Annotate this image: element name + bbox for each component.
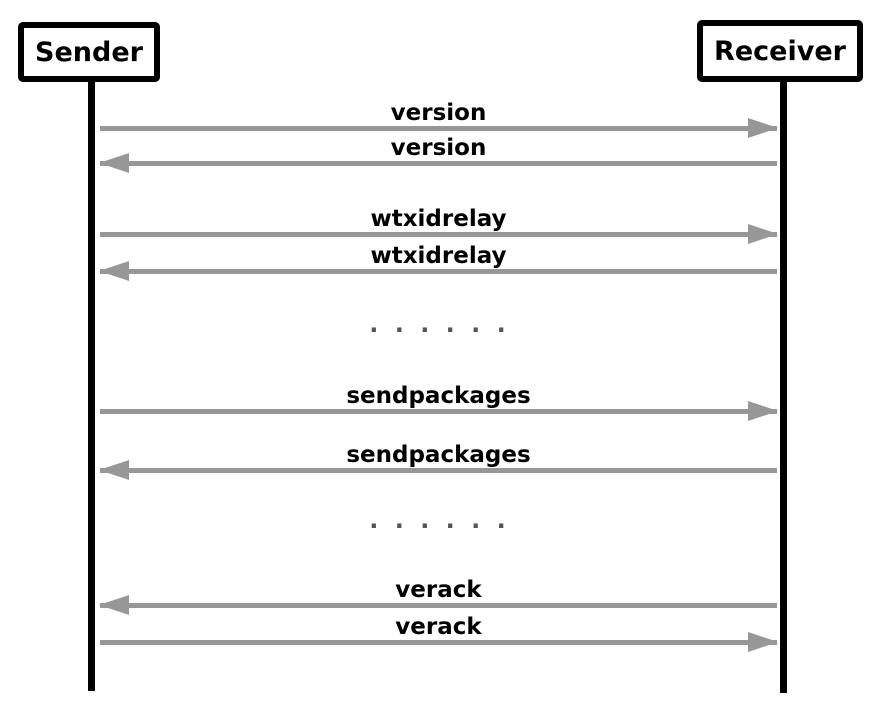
arrow-line [100,161,777,166]
message-label: wtxidrelay [370,206,507,232]
ellipsis-separator: . . . . . . [369,506,508,534]
ellipsis-separator: . . . . . . [369,310,508,338]
arrowhead-left-icon [99,153,129,173]
message-version-to-sender: version [99,137,777,173]
receiver-actor-box: Receiver [697,20,863,82]
arrowhead-left-icon [99,261,129,281]
message-sendpackages-to-sender: sendpackages [99,444,777,480]
arrow-line [100,269,777,274]
arrow-line [100,603,777,608]
arrow-line [100,409,777,414]
arrowhead-left-icon [99,460,129,480]
message-label: verack [395,614,482,640]
message-verack-to-receiver: verack [100,616,778,652]
message-label: sendpackages [346,383,531,409]
arrow-line [100,232,777,237]
arrowhead-right-icon [748,224,778,244]
arrowhead-right-icon [748,632,778,652]
arrow-line [100,468,777,473]
arrow-line [100,640,777,645]
sender-label: Sender [35,36,143,68]
receiver-lifeline [780,80,787,693]
message-version-to-receiver: version [100,102,778,138]
arrowhead-right-icon [748,401,778,421]
message-verack-to-sender: verack [99,579,777,615]
message-label: version [390,100,487,126]
arrowhead-left-icon [99,595,129,615]
message-wtxidrelay-to-sender: wtxidrelay [99,245,777,281]
message-sendpackages-to-receiver: sendpackages [100,385,778,421]
sender-lifeline [88,80,95,691]
arrow-line [100,126,777,131]
message-label: wtxidrelay [370,243,507,269]
sender-actor-box: Sender [18,22,160,82]
message-label: sendpackages [346,442,531,468]
receiver-label: Receiver [714,35,846,67]
message-label: version [390,135,487,161]
message-label: verack [395,577,482,603]
arrowhead-right-icon [748,118,778,138]
message-wtxidrelay-to-receiver: wtxidrelay [100,208,778,244]
